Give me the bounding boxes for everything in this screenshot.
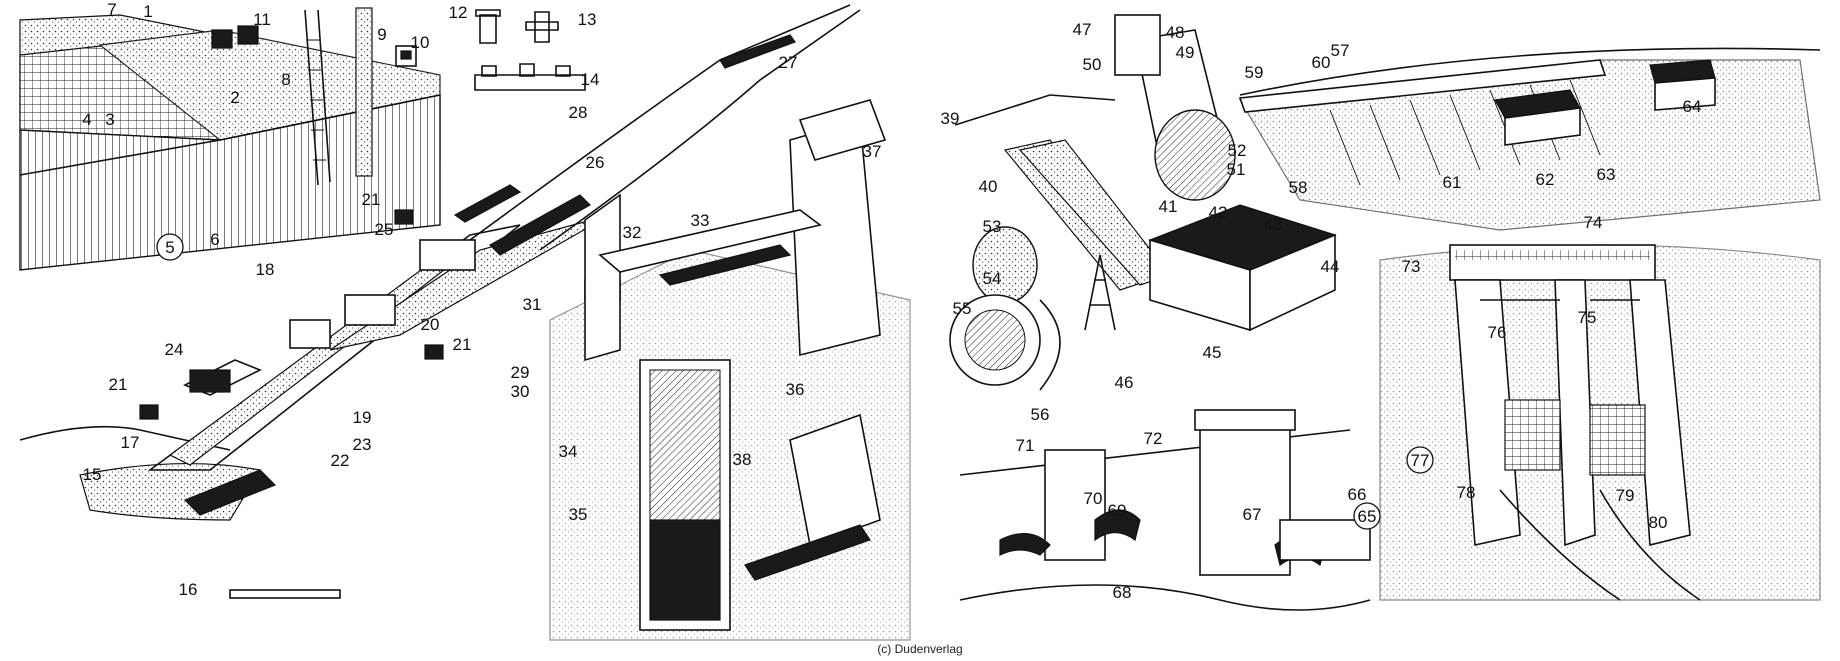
reference-number-37: 37 bbox=[863, 142, 882, 161]
reference-number-49: 49 bbox=[1176, 43, 1195, 62]
reference-number-8: 8 bbox=[281, 70, 290, 89]
label-circle-77 bbox=[1406, 446, 1434, 474]
reference-number-22: 22 bbox=[331, 451, 350, 470]
reference-number-65: 65 bbox=[1358, 507, 1377, 526]
reference-number-26: 26 bbox=[586, 153, 605, 172]
reference-number-21a: 21 bbox=[109, 375, 128, 394]
label-circle-5 bbox=[156, 233, 184, 261]
reference-number-32: 32 bbox=[623, 223, 642, 242]
reference-number-17: 17 bbox=[121, 433, 140, 452]
reference-number-29: 29 bbox=[511, 363, 530, 382]
reference-number-21c: 21 bbox=[453, 335, 472, 354]
reference-number-24: 24 bbox=[165, 340, 184, 359]
reference-number-5: 5 bbox=[165, 238, 174, 257]
reference-number-20: 20 bbox=[421, 315, 440, 334]
reference-number-4: 4 bbox=[82, 110, 91, 129]
reference-number-77: 77 bbox=[1411, 451, 1430, 470]
reference-number-59: 59 bbox=[1245, 63, 1264, 82]
quay-wall-panel bbox=[19, 7, 586, 271]
reference-number-63: 63 bbox=[1597, 165, 1616, 184]
reference-number-61: 61 bbox=[1443, 173, 1462, 192]
reference-number-1: 1 bbox=[143, 2, 152, 21]
reference-number-6: 6 bbox=[210, 230, 219, 249]
reference-number-27: 27 bbox=[779, 53, 798, 72]
canal-lock-panel bbox=[19, 4, 861, 599]
reference-number-60: 60 bbox=[1312, 53, 1331, 72]
reference-number-50: 50 bbox=[1083, 55, 1102, 74]
pumped-storage-panel bbox=[949, 14, 1337, 391]
label-circle-65 bbox=[1353, 502, 1381, 530]
reference-number-75: 75 bbox=[1578, 308, 1597, 327]
reference-number-15: 15 bbox=[83, 465, 102, 484]
reference-number-7: 7 bbox=[107, 0, 116, 19]
reference-number-21b: 21 bbox=[362, 190, 381, 209]
reference-number-72: 72 bbox=[1144, 429, 1163, 448]
reference-number-51: 51 bbox=[1227, 160, 1246, 179]
reference-number-54: 54 bbox=[983, 269, 1002, 288]
reference-number-80: 80 bbox=[1649, 513, 1668, 532]
reference-number-33: 33 bbox=[691, 211, 710, 230]
reference-number-35: 35 bbox=[569, 505, 588, 524]
reference-number-44: 44 bbox=[1321, 257, 1340, 276]
reference-number-18: 18 bbox=[256, 260, 275, 279]
reference-number-25: 25 bbox=[375, 220, 394, 239]
reference-number-66: 66 bbox=[1348, 485, 1367, 504]
reference-number-70: 70 bbox=[1084, 489, 1103, 508]
reference-number-58: 58 bbox=[1289, 178, 1308, 197]
reference-number-2: 2 bbox=[230, 88, 239, 107]
reference-number-9: 9 bbox=[377, 25, 386, 44]
reference-number-52: 52 bbox=[1228, 141, 1247, 160]
reference-number-40: 40 bbox=[979, 177, 998, 196]
reference-number-14: 14 bbox=[581, 70, 600, 89]
reference-number-76: 76 bbox=[1488, 323, 1507, 342]
reference-number-42: 42 bbox=[1209, 203, 1228, 222]
reference-number-28: 28 bbox=[569, 103, 588, 122]
roller-weir-panel bbox=[959, 409, 1371, 611]
reference-number-69: 69 bbox=[1108, 501, 1127, 520]
reference-number-13: 13 bbox=[578, 10, 597, 29]
reference-number-64: 64 bbox=[1683, 97, 1702, 116]
reference-number-36: 36 bbox=[786, 380, 805, 399]
reference-number-46: 46 bbox=[1115, 373, 1134, 392]
reference-number-41: 41 bbox=[1159, 197, 1178, 216]
reference-number-73: 73 bbox=[1402, 257, 1421, 276]
reference-number-39: 39 bbox=[941, 109, 960, 128]
copyright-notice: (c) Dudenverlag bbox=[877, 642, 963, 656]
reference-number-78: 78 bbox=[1457, 483, 1476, 502]
reference-number-12: 12 bbox=[449, 3, 468, 22]
reference-number-48: 48 bbox=[1166, 23, 1185, 42]
reference-number-62: 62 bbox=[1536, 170, 1555, 189]
sluice-gate-panel bbox=[1379, 244, 1821, 601]
reference-number-68: 68 bbox=[1113, 583, 1132, 602]
reference-number-56: 56 bbox=[1031, 405, 1050, 424]
reference-number-38: 38 bbox=[733, 450, 752, 469]
barrage-panel bbox=[1238, 47, 1821, 231]
reference-number-11: 11 bbox=[253, 10, 271, 29]
reference-number-30: 30 bbox=[511, 382, 530, 401]
reference-number-3: 3 bbox=[105, 110, 114, 129]
reference-number-74: 74 bbox=[1584, 213, 1603, 232]
reference-number-10: 10 bbox=[411, 33, 430, 52]
reference-number-43: 43 bbox=[1264, 215, 1283, 234]
reference-number-19: 19 bbox=[353, 408, 372, 427]
ship-lift-panel bbox=[549, 99, 911, 641]
reference-number-47: 47 bbox=[1073, 20, 1092, 39]
reference-number-79: 79 bbox=[1616, 486, 1635, 505]
reference-number-57: 57 bbox=[1331, 41, 1350, 60]
reference-number-55: 55 bbox=[953, 299, 972, 318]
reference-number-67: 67 bbox=[1243, 505, 1262, 524]
reference-number-23: 23 bbox=[353, 435, 372, 454]
reference-number-34: 34 bbox=[559, 442, 578, 461]
reference-number-53: 53 bbox=[983, 217, 1002, 236]
reference-number-16: 16 bbox=[179, 580, 198, 599]
reference-number-71: 71 bbox=[1016, 436, 1035, 455]
reference-number-31: 31 bbox=[523, 295, 542, 314]
reference-number-45: 45 bbox=[1203, 343, 1222, 362]
